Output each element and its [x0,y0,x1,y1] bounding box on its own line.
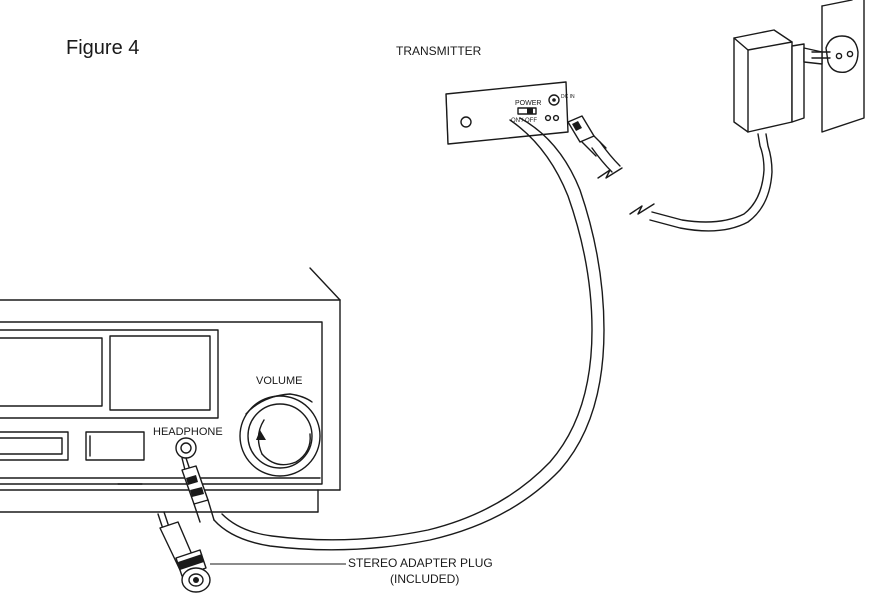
figure-title: Figure 4 [66,37,139,59]
wall-outlet [821,0,865,133]
transmitter-audio-plug [567,115,607,157]
adapter-label-line1: STEREO ADAPTER PLUG [348,556,493,570]
audio-cable [213,117,605,551]
transmitter-unit: POWER ON / OFF DC IN [445,81,575,145]
stereo-receiver [0,267,341,513]
transmitter-label: TRANSMITTER [396,44,482,58]
volume-label: VOLUME [256,375,302,387]
transmitter-led [460,116,472,128]
ac-adapter [733,29,831,133]
adapter-label-line2: (INCLUDED) [390,572,459,586]
headphone-plug [181,457,215,523]
headphone-jack[interactable] [175,437,197,459]
stereo-adapter-plug [157,511,211,593]
dc-in-label: DC IN [561,94,575,100]
dc-in-jack[interactable] [548,94,560,106]
power-cable [591,133,773,232]
power-label: POWER [515,100,541,107]
volume-knob[interactable] [239,393,321,477]
headphone-label: HEADPHONE [153,426,223,438]
